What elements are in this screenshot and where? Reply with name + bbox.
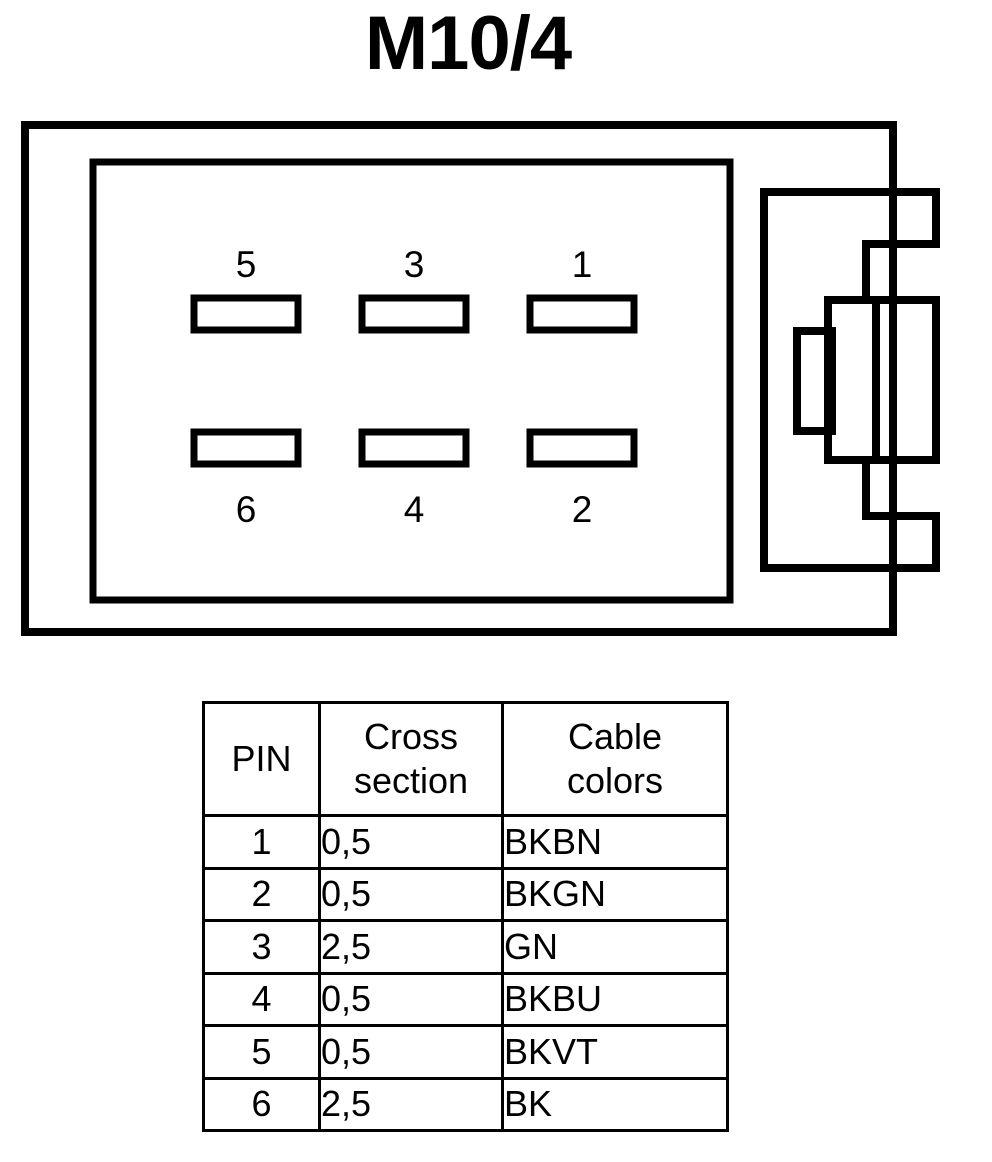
- cell-pin: 4: [202, 971, 321, 1027]
- connector-outer-housing: [21, 121, 897, 636]
- cell-cable-colors: BKGN: [501, 866, 729, 922]
- column-header-cross-line1: Cross: [363, 716, 458, 757]
- table-row: 1 0,5 BKBN: [202, 814, 729, 870]
- pin-label-2: 2: [572, 489, 593, 530]
- pin-label-4: 4: [404, 489, 425, 530]
- pin-slot-6: [190, 428, 302, 468]
- table-row: 5 0,5 BKVT: [202, 1024, 729, 1080]
- latch-notch: [793, 327, 836, 435]
- column-header-cable-colors: Cable colors: [501, 701, 729, 817]
- pin-slot-3: [358, 294, 470, 334]
- cell-cable-colors: BKBU: [501, 971, 729, 1027]
- pin-assignment-table: PIN Cross section Cable colors 1 0,5 BKB…: [202, 701, 729, 1132]
- table-row: 4 0,5 BKBU: [202, 971, 729, 1027]
- table-row: 2 0,5 BKGN: [202, 866, 729, 922]
- table-row: 3 2,5 GN: [202, 919, 729, 975]
- pin-slot-2: [526, 428, 638, 468]
- cell-cross-section: 0,5: [318, 971, 504, 1027]
- cell-pin: 2: [202, 866, 321, 922]
- pin-label-1: 1: [572, 244, 593, 285]
- cell-pin: 3: [202, 919, 321, 975]
- column-header-pin: PIN: [202, 701, 321, 817]
- cell-cable-colors: BK: [501, 1076, 729, 1132]
- column-header-color-line2: colors: [566, 760, 664, 801]
- pin-label-5: 5: [236, 244, 257, 285]
- column-header-cross-line2: section: [353, 760, 469, 801]
- latch-outer-outline: [760, 188, 940, 572]
- connector-inner-cavity: [89, 158, 734, 604]
- cell-cross-section: 2,5: [318, 1076, 504, 1132]
- page-title: M10/4: [364, 1, 572, 86]
- cell-cable-colors: BKVT: [501, 1024, 729, 1080]
- cell-cross-section: 0,5: [318, 1024, 504, 1080]
- pin-slot-5: [190, 294, 302, 334]
- cell-cross-section: 0,5: [318, 814, 504, 870]
- column-header-cross-section: Cross section: [318, 701, 504, 817]
- pin-label-3: 3: [404, 244, 425, 285]
- cell-pin: 1: [202, 814, 321, 870]
- cell-cross-section: 0,5: [318, 866, 504, 922]
- column-header-color-line1: Cable: [567, 716, 663, 757]
- cell-cross-section: 2,5: [318, 919, 504, 975]
- cell-pin: 6: [202, 1076, 321, 1132]
- pin-slot-1: [526, 294, 638, 334]
- table-header-row: PIN Cross section Cable colors: [202, 701, 729, 817]
- pin-slot-4: [358, 428, 470, 468]
- cell-cable-colors: GN: [501, 919, 729, 975]
- cell-cable-colors: BKBN: [501, 814, 729, 870]
- pin-label-6: 6: [236, 489, 257, 530]
- table-row: 6 2,5 BK: [202, 1076, 729, 1132]
- cell-pin: 5: [202, 1024, 321, 1080]
